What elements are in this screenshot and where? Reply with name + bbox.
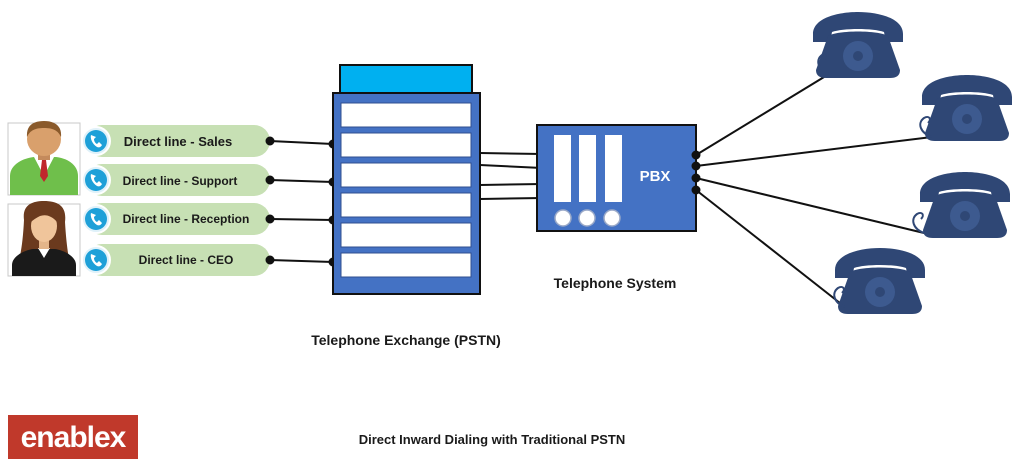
phone-icon [81,165,111,195]
person-reception-ceo [7,201,81,277]
direct-line-label: Direct line - Reception [123,212,250,226]
direct-line-support: Direct line - Support [81,164,270,196]
telephone-icon [833,248,925,314]
direct-line-ceo: Direct line - CEO [81,244,270,276]
phone-icon [81,245,111,275]
direct-line-label: Direct line - Sales [124,134,232,149]
extension-lines [691,73,933,308]
telephone-system-label: Telephone System [554,275,677,291]
telephone-exchange [332,64,481,295]
diagram-caption: Direct Inward Dialing with Traditional P… [359,432,626,447]
telephone-icon [912,172,1010,238]
direct-line-label: Direct line - CEO [139,253,234,267]
phone-icon [81,204,111,234]
logo-text: enablex [21,421,127,454]
pbx-label: PBX [640,168,671,185]
direct-line-sales: Direct line - Sales [81,125,270,157]
exchange-label: Telephone Exchange (PSTN) [311,332,501,348]
direct-line-reception: Direct line - Reception [81,203,270,235]
telephone-icon [813,12,903,78]
trunk-lines [479,149,547,203]
line-connectors-left [265,136,338,267]
direct-line-label: Direct line - Support [123,174,238,188]
person-sales-support [7,121,81,196]
telephone-icon [919,75,1012,141]
male-user-icon [10,121,78,195]
phone-icon [81,126,111,156]
pbx-box: PBX [536,124,697,232]
enablex-logo: enablex [8,415,138,459]
female-user-icon [12,201,76,276]
